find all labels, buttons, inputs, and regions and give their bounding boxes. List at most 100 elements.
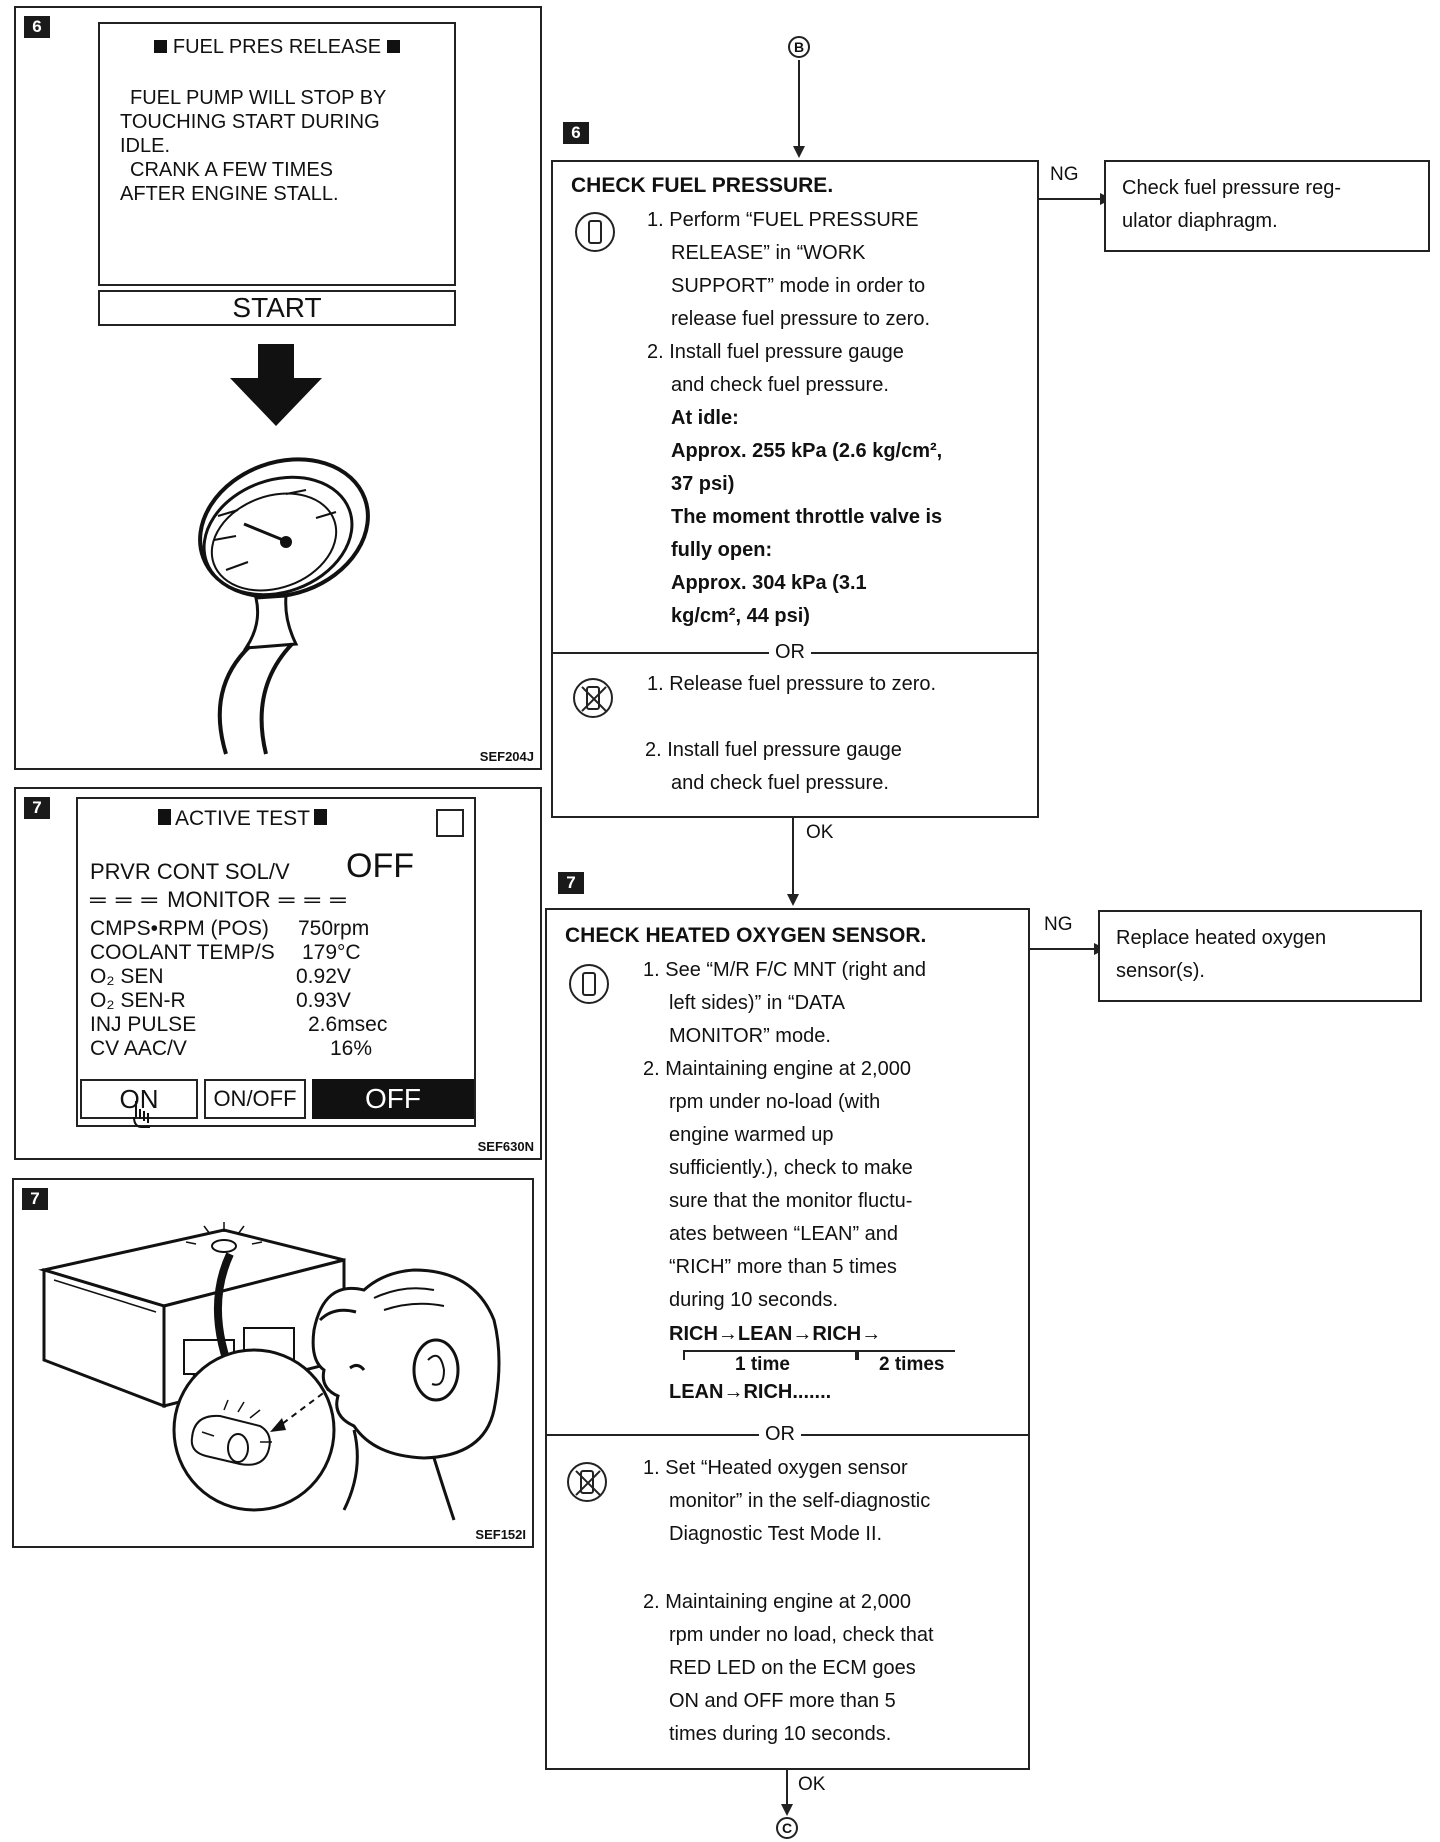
- screen-line: IDLE.: [120, 135, 171, 157]
- row-value: 179°C: [302, 941, 361, 964]
- step-7-a-line: during 10 seconds.: [669, 1289, 839, 1311]
- step-7-b-line: 2. Maintaining engine at 2,000: [643, 1591, 911, 1613]
- consult-tool-icon: [569, 964, 609, 1004]
- step-6-a-line: 1. Perform “FUEL PRESSURE: [647, 209, 919, 231]
- step-6-a-line: and check fuel pressure.: [671, 374, 889, 396]
- active-test-panel: 7 ACTIVE TEST PRVR CONT SOL/V OFF ═ ═ ═ …: [14, 787, 542, 1160]
- screen-title: FUEL PRES RELEASE: [100, 36, 454, 59]
- figure-code: SEF204J: [479, 749, 534, 764]
- start-button[interactable]: START: [98, 290, 456, 326]
- monitor-row: INJ PULSE 2.6msec: [90, 1013, 387, 1037]
- row-value: 0.92V: [296, 965, 351, 988]
- screen-title-text: FUEL PRES RELEASE: [172, 36, 382, 58]
- flow-line: [786, 1770, 788, 1806]
- step-number: 6: [24, 16, 50, 38]
- step-7-a-line: 1. See “M/R F/C MNT (right and: [643, 959, 927, 981]
- screen-line: CRANK A FEW TIMES: [130, 159, 333, 181]
- flow-line: [1039, 198, 1101, 200]
- screen-message: FUEL PUMP WILL STOP BY TOUCHING START DU…: [120, 86, 386, 206]
- test-item-label: PRVR CONT SOL/V: [90, 859, 290, 884]
- step-7-ng-box: Replace heated oxygen sensor(s).: [1098, 910, 1422, 1002]
- row-label: O₂ SEN-R: [90, 989, 186, 1012]
- connector-b: B: [788, 36, 810, 58]
- off-button[interactable]: OFF: [312, 1079, 474, 1119]
- screen-checkbox[interactable]: [436, 809, 464, 837]
- ng-text-line: Replace heated oxygen: [1116, 927, 1327, 949]
- monitor-row: O₂ SEN 0.92V: [90, 965, 351, 989]
- connector-c: C: [776, 1817, 798, 1839]
- step-6-number: 6: [563, 122, 589, 144]
- step-6-ng-label: NG: [1050, 164, 1079, 185]
- step-6-spec-line: At idle:: [671, 407, 739, 429]
- ng-text-line: ulator diaphragm.: [1122, 210, 1278, 232]
- square-marker-icon: [313, 809, 327, 825]
- arrow-down-icon: [781, 1804, 793, 1816]
- step-6-b-line: and check fuel pressure.: [671, 772, 889, 794]
- screen-title: ACTIVE TEST: [158, 807, 327, 831]
- fuel-pressure-gauge-icon: [198, 457, 370, 755]
- row-label: O₂ SEN: [90, 965, 164, 988]
- arrow-down-icon: [787, 894, 799, 906]
- step-7-b-line: 1. Set “Heated oxygen sensor: [643, 1457, 908, 1479]
- square-marker-icon: [387, 40, 401, 53]
- monitor-row: COOLANT TEMP/S 179°C: [90, 941, 361, 965]
- no-consult-tool-icon: [567, 1462, 607, 1502]
- screen-line: TOUCHING START DURING: [120, 111, 380, 133]
- on-off-button[interactable]: ON/OFF: [204, 1079, 306, 1119]
- active-test-screen: ACTIVE TEST PRVR CONT SOL/V OFF ═ ═ ═ MO…: [76, 797, 476, 1128]
- step-7-b-line: rpm under no load, check that: [669, 1624, 934, 1646]
- step-6-spec-line: Approx. 304 kPa (3.1: [671, 572, 867, 594]
- sequence-count-1: 1 time: [735, 1354, 790, 1375]
- monitor-row: CMPS•RPM (POS) 750rpm: [90, 917, 369, 941]
- step-7-number: 7: [558, 872, 584, 894]
- sequence-bracket-1: [683, 1350, 857, 1360]
- sequence-bracket-2: [857, 1350, 955, 1360]
- figure-code: SEF152I: [475, 1527, 526, 1542]
- step-6-spec-line: The moment throttle valve is: [671, 506, 943, 528]
- row-value: 0.93V: [296, 989, 351, 1012]
- consult-tool-icon: [575, 212, 615, 252]
- step-number: 7: [24, 797, 50, 819]
- step-7-b-line: RED LED on the ECM goes: [669, 1657, 916, 1679]
- step-6-title: CHECK FUEL PRESSURE.: [571, 174, 834, 197]
- monitor-row: O₂ SEN-R 0.93V: [90, 989, 351, 1013]
- row-value: 750rpm: [298, 917, 370, 940]
- step-7-title: CHECK HEATED OXYGEN SENSOR.: [565, 924, 927, 947]
- figure-code: SEF630N: [477, 1139, 534, 1154]
- step-6-a-line: release fuel pressure to zero.: [671, 308, 931, 330]
- screen-line: FUEL PUMP WILL STOP BY: [130, 87, 387, 109]
- step-7-ok-label: OK: [798, 1774, 826, 1795]
- step-6-spec-line: kg/cm², 44 psi): [671, 605, 810, 627]
- no-consult-tool-icon: [573, 678, 613, 718]
- ng-text-line: Check fuel pressure reg-: [1122, 177, 1341, 199]
- step-7-a-line: engine warmed up: [669, 1124, 834, 1146]
- step-6-ok-label: OK: [806, 822, 834, 843]
- row-value: 16%: [330, 1037, 373, 1060]
- sequence-count-2: 2 times: [879, 1354, 945, 1375]
- screen-title-text: ACTIVE TEST: [175, 807, 310, 830]
- ecm-led-check-illustration: [38, 1222, 501, 1521]
- or-label: OR: [759, 1423, 801, 1445]
- step-7-a-line: ates between “LEAN” and: [669, 1223, 899, 1245]
- or-label: OR: [769, 641, 811, 663]
- step-7-box: CHECK HEATED OXYGEN SENSOR. 1. See “M/R …: [545, 908, 1030, 1770]
- step-7-a-line: rpm under no-load (with: [669, 1091, 881, 1113]
- step-7-b-line: monitor” in the self-diagnostic: [669, 1490, 931, 1512]
- lean-rich-sequence: LEAN→RICH.......: [669, 1381, 832, 1403]
- rich-lean-sequence: RICH→LEAN→RICH→: [669, 1323, 882, 1345]
- monitor-label: MONITOR: [167, 887, 271, 912]
- fuel-pres-screen: FUEL PRES RELEASE FUEL PUMP WILL STOP BY…: [98, 22, 456, 286]
- ng-text-line: sensor(s).: [1116, 960, 1205, 982]
- fuel-pres-release-panel: 6 FUEL PRES RELEASE FUEL PUMP WILL STOP …: [14, 6, 542, 770]
- step-7-b-line: Diagnostic Test Mode II.: [669, 1523, 883, 1545]
- row-label: INJ PULSE: [90, 1013, 197, 1036]
- step-7-a-line: sufficiently.), check to make: [669, 1157, 913, 1179]
- monitor-rows: CMPS•RPM (POS) 750rpm COOLANT TEMP/S 179°C…: [90, 917, 387, 1061]
- row-label: COOLANT TEMP/S: [90, 941, 275, 964]
- step-6-a-line: SUPPORT” mode in order to: [671, 275, 926, 297]
- ecm-led-panel: 7 SEF152I: [12, 1178, 534, 1548]
- row-value: 2.6msec: [308, 1013, 388, 1036]
- step-6-spec-line: Approx. 255 kPa (2.6 kg/cm²,: [671, 440, 943, 462]
- row-label: CMPS•RPM (POS): [90, 917, 269, 940]
- step-7-a-line: MONITOR” mode.: [669, 1025, 831, 1047]
